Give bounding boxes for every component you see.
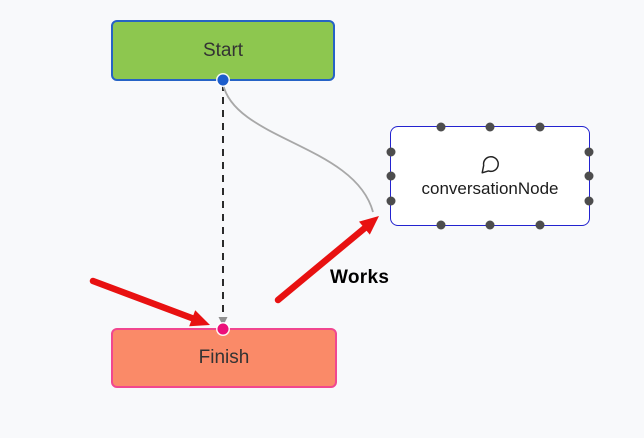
- handle-right-top[interactable]: [584, 147, 594, 156]
- annotation-arrow-to-conversation: [274, 223, 370, 304]
- handle-right-bottom[interactable]: [584, 196, 594, 205]
- annotation-arrow-to-finish: [89, 277, 197, 322]
- handle-left-bottom[interactable]: [386, 196, 396, 205]
- annotation-arrowhead-to-finish-icon: [189, 310, 210, 327]
- node-finish[interactable]: Finish: [111, 328, 337, 388]
- handle-bottom-center[interactable]: [485, 220, 495, 230]
- handle-top-center[interactable]: [485, 122, 495, 132]
- edge-start-to-conversation[interactable]: [222, 83, 374, 213]
- handle-top-right[interactable]: [535, 122, 544, 132]
- annotation-arrowhead-to-conversation-icon: [359, 216, 379, 235]
- node-conversation[interactable]: conversationNode: [386, 122, 594, 230]
- node-start[interactable]: Start: [111, 20, 335, 81]
- handle-right-middle[interactable]: [584, 171, 594, 181]
- handle-bottom-right[interactable]: [535, 220, 544, 230]
- finish-target-port[interactable]: [217, 323, 229, 335]
- handle-left-middle[interactable]: [386, 171, 396, 181]
- node-conversation-label: conversationNode: [421, 178, 559, 198]
- annotation-works-label: Works: [330, 267, 390, 288]
- node-start-label: Start: [202, 39, 244, 61]
- handle-left-top[interactable]: [386, 147, 396, 156]
- edge-arrowhead-icon: [218, 317, 228, 326]
- node-finish-label: Finish: [198, 347, 250, 368]
- handle-bottom-left[interactable]: [436, 220, 445, 230]
- speech-bubble-icon: [481, 155, 499, 174]
- start-source-port[interactable]: [217, 74, 229, 86]
- handle-top-left[interactable]: [436, 122, 445, 132]
